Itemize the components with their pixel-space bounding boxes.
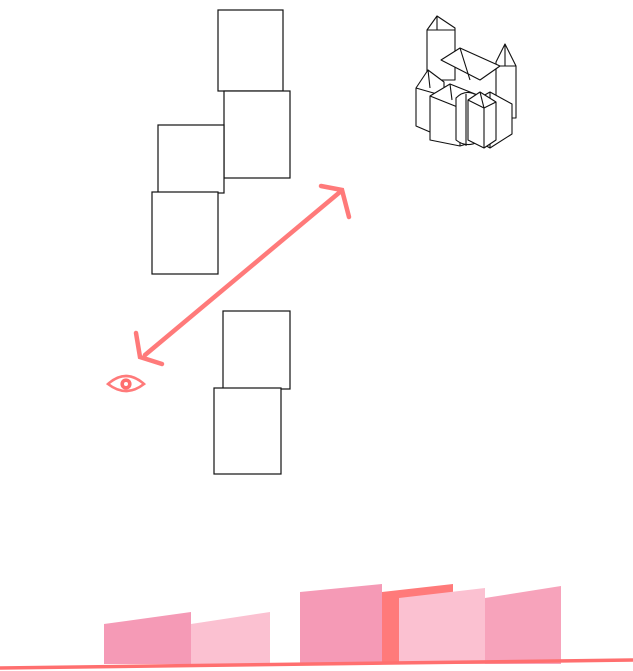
elevation-block bbox=[300, 584, 382, 664]
block bbox=[214, 388, 281, 474]
block bbox=[152, 192, 218, 274]
block bbox=[224, 91, 290, 178]
elevation-block bbox=[191, 612, 270, 664]
castle-icon bbox=[416, 16, 516, 148]
skyline-elevation bbox=[104, 584, 561, 664]
elevation-block bbox=[104, 612, 191, 664]
elevation-block bbox=[399, 588, 485, 664]
block bbox=[223, 311, 290, 389]
elevation-block bbox=[485, 586, 561, 664]
block-cluster-lower bbox=[214, 311, 290, 474]
block bbox=[218, 10, 283, 91]
block-cluster-upper bbox=[152, 10, 290, 274]
eye-icon bbox=[108, 376, 144, 391]
block bbox=[158, 125, 224, 193]
